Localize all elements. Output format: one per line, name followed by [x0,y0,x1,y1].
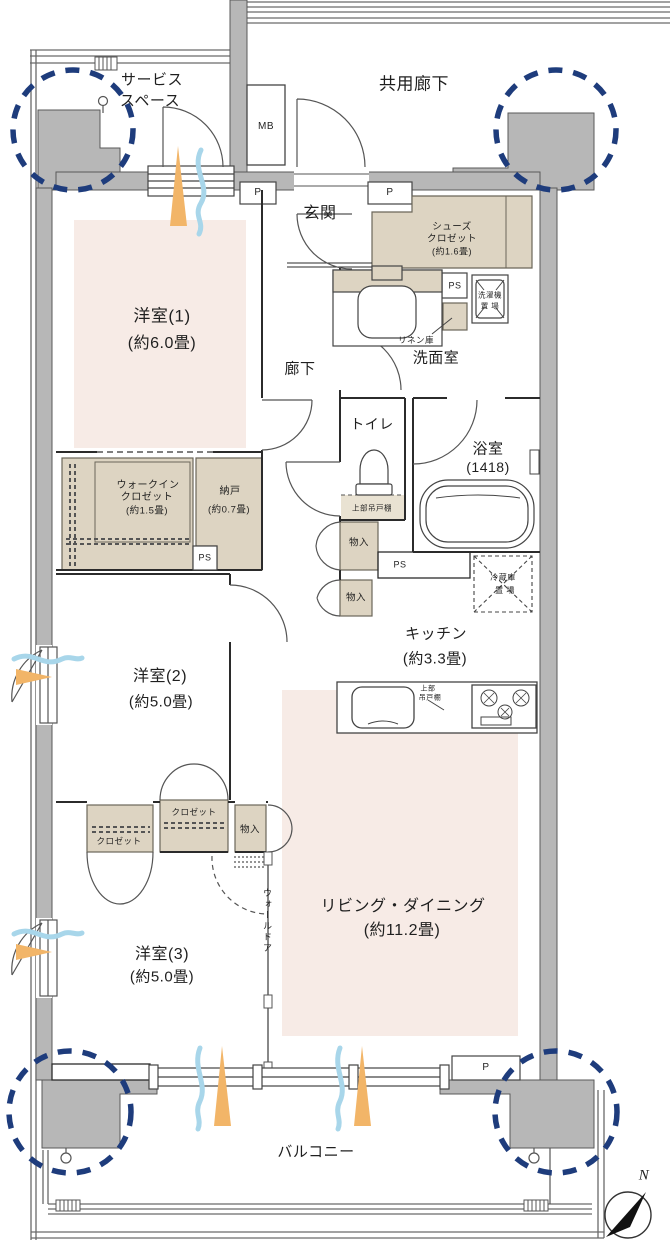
service-space-label: サービス [120,71,184,89]
hose-bibb-icon [97,95,109,113]
structural-walls [35,0,595,1149]
stove-burners [480,689,530,720]
pillar-label-1: P [254,187,262,198]
wic-inner [94,461,191,543]
kitchen-sink-icon [351,686,415,729]
washroom-label: 洗面室 [412,349,460,367]
western2-size: (約5.0畳) [128,693,194,711]
nando-label: 納戸 [219,486,241,497]
wall-door-label: ウォールドア [262,888,272,954]
nando-size: (約0.7畳) [207,504,251,516]
entrance-threshold [294,173,369,187]
shoes-closet-label2: クロゼット [426,233,478,245]
kitchen-size: (約3.3畳) [402,650,468,668]
western1-size: (約6.0畳) [127,335,197,352]
pillar-label-3: P [482,1062,490,1073]
meter-box-label: MB [258,121,274,132]
bottom-windows [148,1064,450,1090]
toilet-icon [355,449,393,496]
closet-a-label: クロゼット [96,835,142,846]
pillar-highlight-circles [6,67,620,1176]
north-label: N [638,1167,650,1184]
bath-label: 浴室 [472,440,504,458]
living-floor [282,690,518,1036]
linen-leader [431,317,453,335]
western3-label: 洋室(3) [134,946,190,963]
ps-label-washroom: PS [448,280,462,291]
pillar-drain-icons [60,1148,551,1204]
wic-label: ウォークイン [116,480,180,491]
linen-label: リネン庫 [397,334,435,345]
western1-floor [74,220,246,448]
monoire3-label: 物入 [239,824,261,836]
closet-b-label: クロゼット [171,806,217,817]
vanity-sink-icon [332,265,443,347]
service-space-label2: スペース [119,92,181,110]
western3-size: (約5.0畳) [129,968,195,986]
shoes-closet-size: (約1.6畳) [431,246,473,257]
ps-boxes [192,272,468,571]
hallway-label: 廊下 [284,360,316,378]
bathtub-icon [419,449,540,549]
service-space-vent-icon [94,56,118,71]
kitchen-label: キッチン [404,625,468,643]
window-top [147,165,235,197]
washer-label: 洗濯機 [478,290,502,300]
entrance-door-arc [296,98,366,168]
compass-icon [604,1191,652,1239]
pillar-niches [239,181,521,1081]
window-swing-arc [162,106,224,168]
western1-label: 洋室(1) [133,306,191,326]
toilet-label: トイレ [350,416,394,432]
upper-cabinet-kitchen-label2: 吊戸棚 [418,694,442,702]
wic-size: (約1.5畳) [125,505,169,517]
fridge-label2: 置 場 [495,586,515,595]
upper-cabinet-kitchen-label: 上部 [420,685,436,693]
wall-door-track [211,851,273,1078]
cabinet-leader [427,699,445,711]
living-label: リビング・ダイニング [320,898,486,915]
meter-box [246,84,286,166]
balcony-vent-icon [55,1199,549,1212]
washer-pan-icon [471,274,509,324]
pillar-label-2: P [386,187,394,198]
balcony-label: バルコニー [277,1143,355,1161]
genkan-label: 玄関 [303,205,337,222]
hanger-rails [66,464,225,833]
door-arcs [86,213,478,905]
kitchen-counter [336,681,538,734]
common-corridor-label: 共用廊下 [379,74,449,94]
monoire1-label: 物入 [348,537,370,549]
upper-cabinet-toilet-label: 上部吊戸棚 [352,503,392,513]
fridge-label: 冷蔵庫 [490,573,516,582]
living-size: (約11.2畳) [363,922,441,939]
bath-size: (1418) [466,459,510,475]
western2-label: 洋室(2) [132,668,188,685]
ps-label-mid: PS [393,559,407,570]
washer-label2: 置 場 [480,301,500,311]
shoes-closet-label: シューズ [432,221,472,233]
ps-label-wic: PS [198,552,212,563]
airflow-symbols [11,146,371,1132]
wic-label2: クロゼット [120,492,174,503]
fridge-space-icon [473,555,533,613]
monoire2-label: 物入 [345,592,367,604]
